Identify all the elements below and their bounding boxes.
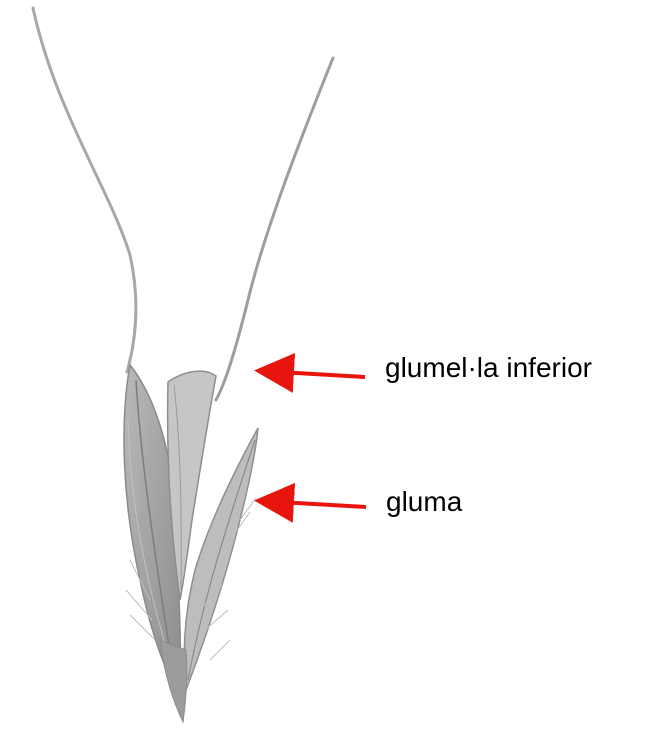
spikelet-base: [160, 640, 187, 722]
glume-arrow: [262, 501, 366, 507]
right-awn: [216, 58, 333, 400]
glume-label: gluma: [386, 488, 462, 516]
left-awn: [33, 8, 136, 372]
lemma-arrow: [262, 371, 365, 377]
lower-lemma-label: glumel·la inferior: [385, 354, 592, 382]
